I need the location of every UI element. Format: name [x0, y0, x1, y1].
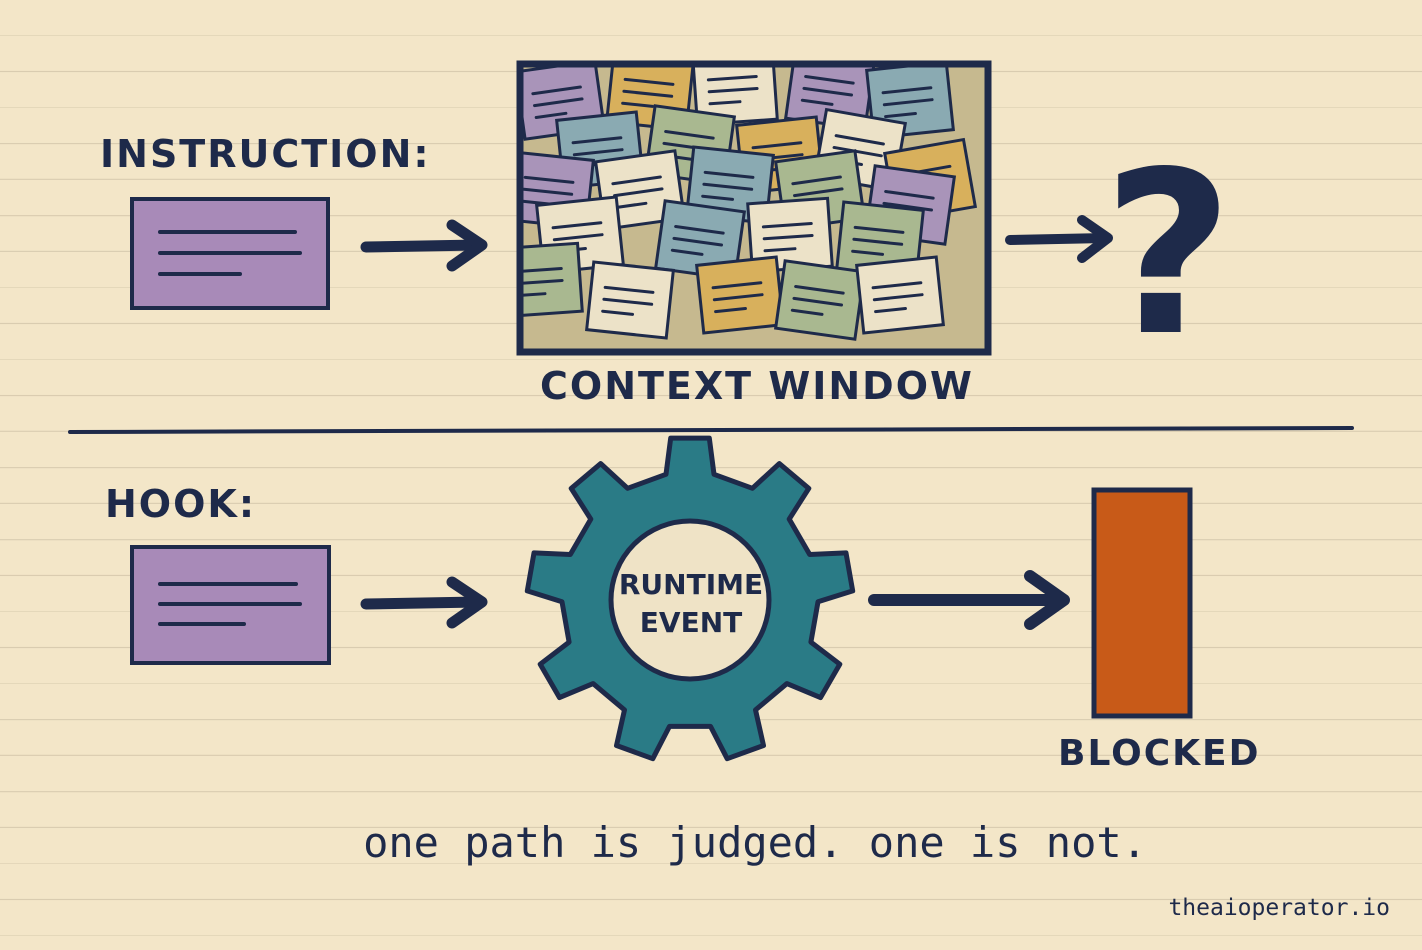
context-note	[855, 255, 945, 335]
question-mark: ?	[1103, 124, 1234, 386]
context-note	[835, 200, 925, 280]
caption: one path is judged. one is not.	[363, 818, 1147, 867]
site-credit: theaioperator.io	[1168, 895, 1390, 921]
instruction-card	[130, 197, 330, 310]
context-window-label: CONTEXT WINDOW	[540, 364, 974, 408]
context-notes	[522, 66, 978, 341]
context-window	[516, 60, 992, 356]
gear-label: RUNTIME EVENT	[616, 566, 766, 642]
blocked-bar	[1091, 487, 1193, 719]
hook-card	[130, 545, 331, 665]
arrow-to-blocked	[868, 570, 1070, 630]
context-note	[691, 66, 779, 127]
context-note	[653, 199, 747, 281]
instruction-label: INSTRUCTION:	[100, 132, 431, 176]
section-divider	[68, 426, 1354, 434]
gear-icon	[524, 435, 856, 762]
context-note	[585, 260, 675, 340]
gear-label-line-2: EVENT	[639, 606, 743, 639]
context-note	[695, 255, 785, 335]
gear-label-line-1: RUNTIME	[618, 568, 764, 601]
context-note	[773, 259, 867, 341]
arrow-to-context	[360, 219, 488, 272]
context-note	[746, 196, 834, 274]
arrow-to-question	[1005, 215, 1113, 263]
hook-label: HOOK:	[105, 482, 257, 526]
context-note	[522, 241, 584, 319]
arrow-to-gear	[360, 576, 488, 629]
blocked-label: BLOCKED	[1058, 733, 1261, 774]
